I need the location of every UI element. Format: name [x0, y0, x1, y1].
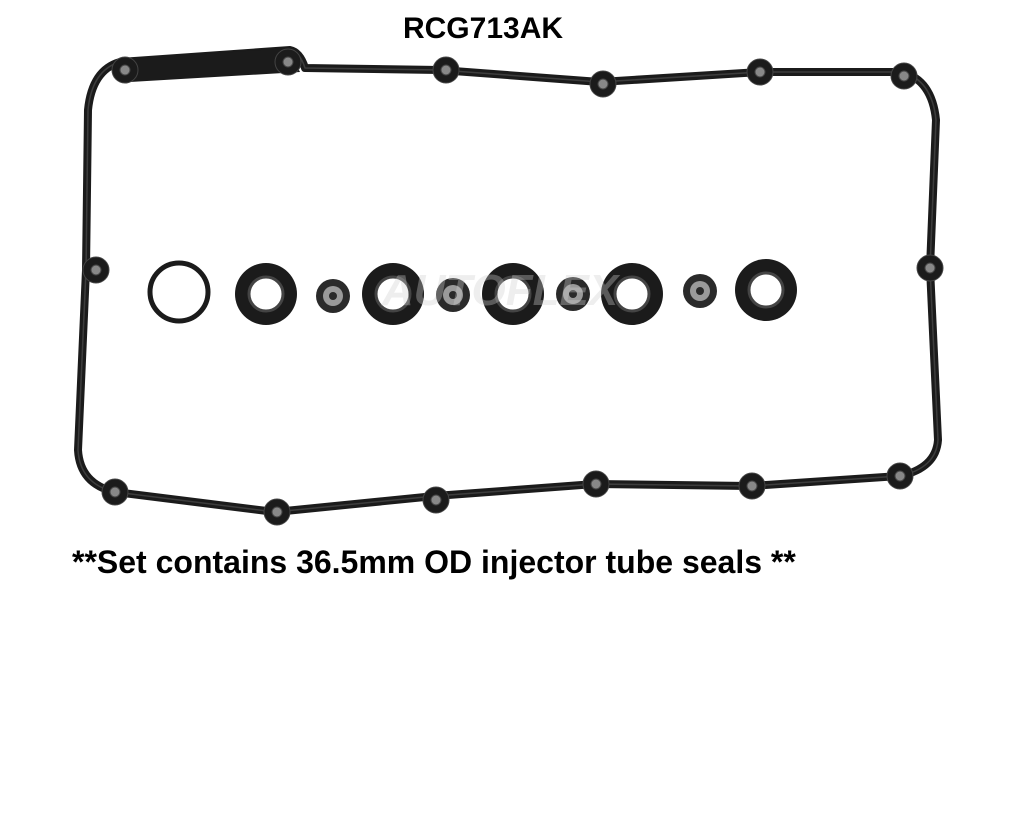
grommet-4	[683, 274, 717, 308]
spark-plug-grommets	[316, 274, 717, 313]
watermark: AUTOFLEX	[381, 266, 621, 315]
grommet-2	[436, 278, 470, 312]
gasket-set-photo: AUTOFLEX	[74, 46, 944, 526]
tube-seal-2	[362, 263, 424, 325]
tube-seal-5	[735, 259, 797, 321]
tube-seal-3	[482, 263, 544, 325]
tube-seal-1	[235, 263, 297, 325]
grommet-3	[556, 277, 590, 311]
injector-tube-seals	[235, 259, 797, 325]
grommet-1	[316, 279, 350, 313]
o-ring	[147, 260, 211, 324]
bolt-eyelets	[82, 48, 944, 526]
part-number-title: RCG713AK	[402, 12, 564, 45]
set-contents-caption: **Set contains 36.5mm OD injector tube s…	[72, 544, 796, 580]
tube-seal-4	[601, 263, 663, 325]
